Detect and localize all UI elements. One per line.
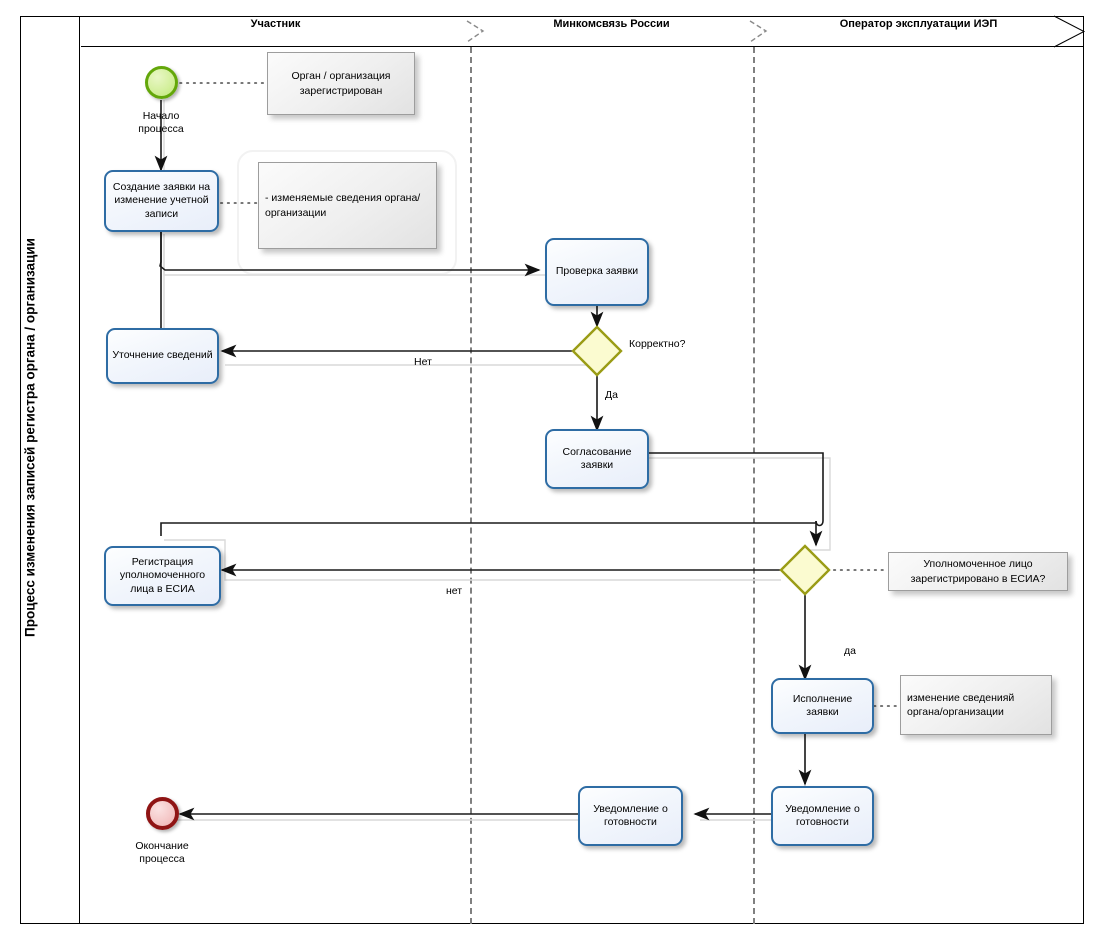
task-notify-ready-mks[interactable]: Уведомление о готовности [578,786,683,846]
lane-header-band [81,16,1084,47]
flow-label-net: Нет [414,356,432,368]
task-register-person-esia[interactable]: Регистрация уполномоченного лица в ЕСИА [104,546,221,606]
lane-title-minkomsvyaz: Минкомсвязь России [553,18,670,30]
note-org-registered: Орган / организация зарегистрирован [267,52,415,115]
task-clarify-info[interactable]: Уточнение сведений [106,328,219,384]
task-create-request[interactable]: Создание заявки на изменение учетной зап… [104,170,219,232]
lane-title-uchastnik: Участник [250,18,301,30]
lane-title-operator: Оператор эксплуатации ИЭП [839,18,998,30]
end-event-label-line2: процесса [139,853,185,866]
start-event[interactable] [145,66,178,99]
group-container-changed-data [237,150,457,275]
gateway-correct[interactable] [571,325,623,377]
flow-label-da: Да [605,389,618,401]
task-notify-ready-op[interactable]: Уведомление о готовности [771,786,874,846]
lane-divider-2 [753,47,755,924]
end-event-label: Окончание процесса [105,840,219,866]
flow-label-net-lower: нет [446,585,463,597]
note-person-registered-esia: Уполномоченное лицо зарегистрировано в Е… [888,552,1068,591]
task-execute-request[interactable]: Исполнение заявки [771,678,874,734]
task-approve-request[interactable]: Согласование заявки [545,429,649,489]
start-event-label: Начало процесса [104,110,218,136]
start-event-label-line1: Начало [142,110,180,122]
gateway-correct-label: Корректно? [629,338,686,350]
task-check-request[interactable]: Проверка заявки [545,238,649,306]
end-event-label-line1: Окончание [135,840,189,852]
start-event-label-line2: процесса [138,123,184,136]
lane-divider-1 [470,47,472,924]
pool-frame [20,16,1084,924]
note-change-org-data: изменение сведенияй органа/организации [900,675,1052,735]
end-event[interactable] [146,797,179,830]
gateway-person-registered[interactable] [779,544,831,596]
pool-title-band [20,16,80,924]
note-changed-data: - изменяемые сведения органа/организации [258,162,437,249]
flow-label-da-lower: да [844,645,856,657]
